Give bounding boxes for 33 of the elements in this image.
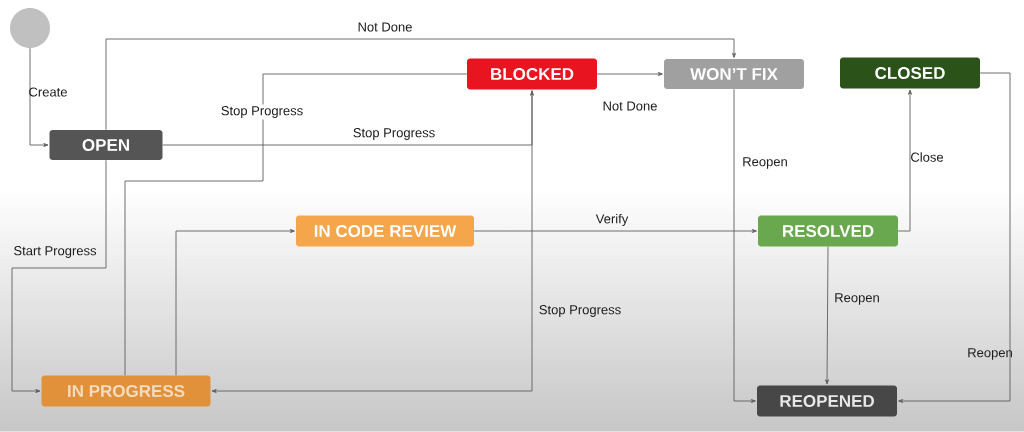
arrow [29,47,49,147]
arrow [175,229,295,376]
arrow [825,246,829,385]
arrow [473,229,757,233]
state-box: IN CODE REVIEW [296,215,474,247]
edge-label: Start Progress [14,246,97,258]
edge-label: Stop Progress [353,128,435,140]
edge-label: Stop Progress [539,305,621,317]
edge-label: Stop Progress [219,104,305,120]
state-box: REOPENED [757,385,897,417]
edge-label: Create [29,87,67,97]
state-box: OPEN [49,130,163,160]
edge-label: Close [911,152,944,162]
arrow [733,88,756,403]
edge-label: Reopen [968,348,1012,360]
state-box: RESOLVED [758,215,898,247]
state-box: IN PROGRESS [41,375,211,407]
arrow [162,90,534,146]
start-circle [10,8,50,48]
edge-label: Reopen [743,157,787,169]
state-box: CLOSED [840,57,980,89]
arrow [211,89,533,393]
arrow [897,89,912,232]
arrow [898,72,1011,403]
edge-label: Not Done [358,22,412,32]
state-box: BLOCKED [467,58,597,90]
edge-label: Verify [595,213,629,227]
edge-label: Reopen [835,293,879,305]
arrow [105,38,736,131]
arrow [11,159,107,393]
arrow [596,72,663,76]
edge-label: Not Done [603,101,657,111]
state-box: WON’T FIX [664,59,804,89]
